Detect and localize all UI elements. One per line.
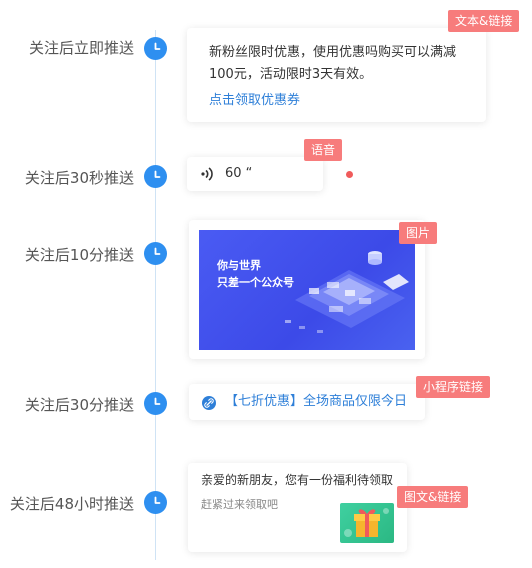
step-label-30min: 关注后30分推送 — [24, 396, 134, 414]
image-caption-line1: 你与世界 — [217, 259, 261, 272]
image-caption-line2: 只差一个公众号 — [217, 276, 294, 289]
mini-program-card[interactable]: 【七折优惠】全场商品仅限今日 — [189, 384, 425, 420]
article-title: 亲爱的新朋友，您有一份福利待领取 — [201, 473, 394, 487]
image-message-card[interactable]: 你与世界 只差一个公众号 — [189, 220, 425, 359]
clock-icon — [144, 242, 167, 265]
step-label-10min: 关注后10分推送 — [24, 246, 134, 264]
text-link-message-card[interactable]: 新粉丝限时优惠，使用优惠吗购买可以满减100元，活动限时3天有效。 点击领取优惠… — [187, 28, 486, 122]
clock-icon — [144, 37, 167, 60]
coupon-link[interactable]: 点击领取优惠券 — [209, 93, 301, 108]
gift-icon — [340, 503, 394, 543]
voice-wave-icon — [200, 166, 214, 186]
article-description: 赶紧过来领取吧 — [201, 498, 278, 511]
step-label-immediate: 关注后立即推送 — [28, 39, 134, 57]
voice-duration: 60 “ — [225, 166, 253, 181]
article-message-card[interactable]: 亲爱的新朋友，您有一份福利待领取 赶紧过来领取吧 — [188, 463, 407, 552]
clock-icon — [144, 491, 167, 514]
unread-dot — [346, 171, 353, 178]
badge-article-link: 图文&链接 — [397, 486, 469, 508]
badge-voice: 语音 — [304, 139, 343, 161]
badge-image: 图片 — [399, 222, 438, 244]
clock-icon — [144, 392, 167, 415]
mini-program-link[interactable]: 【七折优惠】全场商品仅限今日 — [225, 394, 408, 409]
voice-message-card[interactable]: 60 “ — [187, 157, 323, 191]
isometric-illustration — [285, 251, 409, 333]
badge-mini-program: 小程序链接 — [416, 376, 491, 398]
link-icon — [202, 395, 216, 414]
badge-text-link: 文本&链接 — [448, 10, 520, 32]
step-label-30s: 关注后30秒推送 — [24, 169, 134, 187]
message-text: 新粉丝限时优惠，使用优惠吗购买可以满减100元，活动限时3天有效。 — [209, 45, 457, 82]
clock-icon — [144, 165, 167, 188]
promo-image: 你与世界 只差一个公众号 — [199, 230, 415, 350]
step-label-48h: 关注后48小时推送 — [9, 495, 134, 513]
timeline-line — [155, 30, 156, 560]
